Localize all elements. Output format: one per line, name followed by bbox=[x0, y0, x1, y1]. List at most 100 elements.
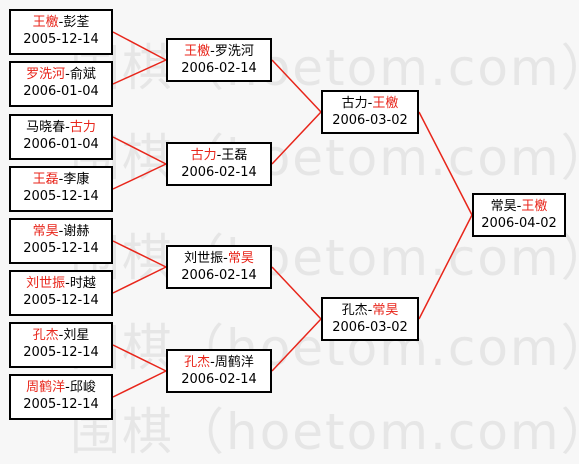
player-1-name: 罗洗河 bbox=[26, 67, 66, 82]
separator: - bbox=[367, 96, 373, 111]
match-players: 王檄-罗洗河 bbox=[168, 43, 270, 60]
separator: - bbox=[65, 67, 70, 82]
player-1-name: 王磊 bbox=[32, 172, 59, 187]
player-1-name: 常昊 bbox=[32, 224, 59, 239]
bracket-connector bbox=[112, 370, 167, 398]
match-players: 古力-王磊 bbox=[168, 147, 270, 164]
separator: - bbox=[65, 276, 70, 291]
bracket-connector bbox=[112, 59, 167, 85]
separator: - bbox=[210, 44, 215, 59]
player-2-name: 邱峻 bbox=[69, 380, 96, 395]
separator: - bbox=[223, 251, 228, 266]
match-players: 刘世振-常昊 bbox=[168, 250, 270, 267]
separator: - bbox=[65, 380, 70, 395]
bracket-connector bbox=[418, 214, 473, 320]
match-players: 孔杰-刘星 bbox=[11, 327, 111, 344]
bracket-connector bbox=[112, 344, 167, 372]
match-players: 马晓春-古力 bbox=[11, 119, 111, 136]
player-1-name: 孔杰 bbox=[341, 303, 368, 318]
bracket-connector bbox=[112, 136, 167, 165]
separator: - bbox=[216, 148, 222, 163]
bracket-lines bbox=[112, 31, 473, 398]
bracket-connector bbox=[112, 266, 167, 294]
player-2-name: 常昊 bbox=[372, 303, 399, 318]
bracket-diagram: 围棋（hoetom.com） 围棋（hoetom.com） 围棋（hoetom.… bbox=[9, 9, 579, 461]
match-date: 2006-02-14 bbox=[181, 165, 257, 180]
separator: - bbox=[58, 172, 64, 187]
match-date: 2005-12-14 bbox=[23, 293, 99, 308]
player-2-name: 彭荃 bbox=[63, 15, 90, 30]
player-1-name: 常昊 bbox=[490, 199, 517, 214]
bracket-connector bbox=[271, 318, 322, 372]
bracket-connector bbox=[271, 266, 322, 320]
player-1-name: 孔杰 bbox=[184, 355, 211, 370]
player-1-name: 古力 bbox=[190, 148, 217, 163]
separator: - bbox=[516, 199, 522, 214]
match-players: 罗洗河-俞斌 bbox=[11, 66, 111, 83]
player-2-name: 王檄 bbox=[372, 96, 399, 111]
player-1-name: 周鹤洋 bbox=[26, 380, 66, 395]
match-date: 2006-02-14 bbox=[181, 61, 257, 76]
player-1-name: 古力 bbox=[341, 96, 368, 111]
match-players: 王檄-彭荃 bbox=[11, 14, 111, 31]
player-2-name: 俞斌 bbox=[69, 67, 96, 82]
match-date: 2006-01-04 bbox=[23, 137, 99, 152]
watermark: 围棋（hoetom.com） bbox=[70, 39, 579, 97]
match-date: 2006-04-02 bbox=[481, 216, 557, 231]
match-date: 2006-03-02 bbox=[332, 320, 408, 335]
separator: - bbox=[210, 355, 215, 370]
bracket-connector bbox=[418, 111, 473, 216]
player-2-name: 王檄 bbox=[521, 199, 548, 214]
player-1-name: 刘世振 bbox=[26, 276, 66, 291]
match-box-r1m8: 周鹤洋-邱峻 2005-12-14 bbox=[9, 374, 113, 420]
player-2-name: 周鹤洋 bbox=[214, 355, 254, 370]
player-2-name: 罗洗河 bbox=[214, 44, 254, 59]
match-date: 2006-03-02 bbox=[332, 113, 408, 128]
bracket-connector bbox=[271, 59, 322, 113]
player-1-name: 孔杰 bbox=[32, 328, 59, 343]
player-2-name: 谢赫 bbox=[63, 224, 90, 239]
player-2-name: 刘星 bbox=[63, 328, 90, 343]
match-players: 古力-王檄 bbox=[323, 95, 417, 112]
separator: - bbox=[58, 328, 64, 343]
separator: - bbox=[367, 303, 373, 318]
player-1-name: 王檄 bbox=[32, 15, 59, 30]
match-players: 孔杰-常昊 bbox=[323, 302, 417, 319]
match-players: 孔杰-周鹤洋 bbox=[168, 354, 270, 371]
player-2-name: 王磊 bbox=[221, 148, 248, 163]
bracket-connector bbox=[112, 163, 167, 190]
match-date: 2005-12-14 bbox=[23, 241, 99, 256]
player-1-name: 马晓春 bbox=[26, 120, 66, 135]
match-players: 刘世振-时越 bbox=[11, 275, 111, 292]
match-date: 2005-12-14 bbox=[23, 32, 99, 47]
match-date: 2005-12-14 bbox=[23, 397, 99, 412]
match-players: 王磊-李康 bbox=[11, 171, 111, 188]
watermark: 围棋（hoetom.com） bbox=[70, 229, 579, 287]
match-players: 常昊-王檄 bbox=[474, 198, 564, 215]
match-date: 2005-12-14 bbox=[23, 345, 99, 360]
player-2-name: 时越 bbox=[69, 276, 96, 291]
player-1-name: 王檄 bbox=[184, 44, 211, 59]
bracket-connector bbox=[112, 31, 167, 61]
bracket-connector bbox=[271, 111, 322, 165]
match-date: 2005-12-14 bbox=[23, 189, 99, 204]
player-2-name: 古力 bbox=[69, 120, 96, 135]
player-1-name: 刘世振 bbox=[184, 251, 224, 266]
player-2-name: 常昊 bbox=[227, 251, 254, 266]
separator: - bbox=[58, 15, 64, 30]
match-date: 2006-02-14 bbox=[181, 268, 257, 283]
